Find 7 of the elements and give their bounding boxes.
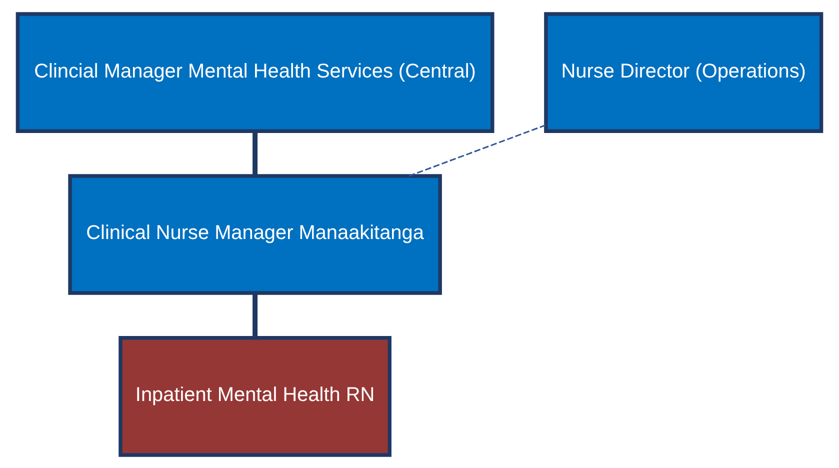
connector bbox=[408, 124, 546, 176]
node-box: Inpatient Mental Health RN bbox=[118, 336, 392, 456]
node-box: Clinical Nurse Manager Manaakitanga bbox=[68, 174, 442, 294]
node-box: Nurse Director (Operations) bbox=[544, 12, 824, 132]
node-box: Clincial Manager Mental Health Services (Central) bbox=[16, 12, 494, 132]
connector bbox=[252, 292, 258, 338]
connector bbox=[252, 130, 258, 176]
